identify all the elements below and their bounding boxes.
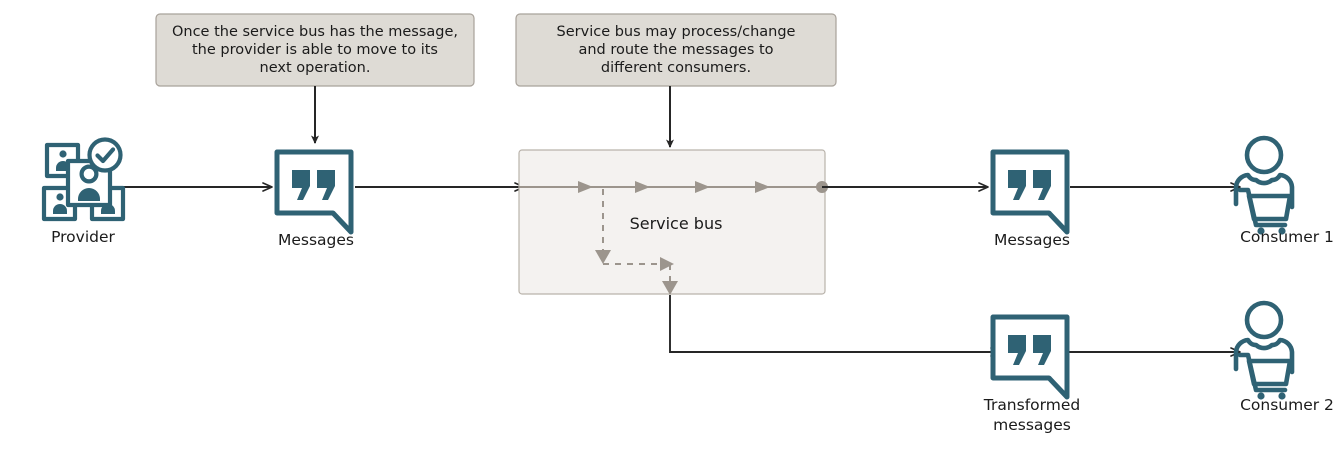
- messages-consumer1-label: Messages: [994, 231, 1070, 249]
- bus-branch-arrow-right: [660, 257, 674, 271]
- speech-bubble-quotes-icon: [274, 149, 354, 235]
- messages-transformed: Transformed messages: [983, 314, 1080, 434]
- consumer-2-label: Consumer 2: [1240, 396, 1334, 414]
- messages-consumer1: Messages: [990, 149, 1070, 249]
- consumer-1-label: Consumer 1: [1240, 228, 1334, 246]
- messages-top: Messages: [274, 149, 354, 249]
- callout-servicebus-box: [515, 13, 837, 87]
- bus-branch-arrow-down: [595, 250, 611, 264]
- people-group-check-icon: [41, 137, 126, 222]
- callout-servicebus-line-3: different consumers.: [601, 60, 751, 76]
- consumer-2: Consumer 2: [1233, 300, 1334, 414]
- callout-servicebus-line-1: Service bus may process/change: [557, 24, 796, 40]
- speech-bubble-quotes-icon: [990, 149, 1070, 235]
- messages-top-label: Messages: [278, 231, 354, 249]
- person-shopping-cart-icon: [1233, 135, 1295, 235]
- callout-servicebus: Service bus may process/change and route…: [515, 13, 837, 148]
- speech-bubble-quotes-icon: [990, 314, 1070, 400]
- bus-main-flow-arrowheads: [578, 181, 770, 193]
- provider-label: Provider: [51, 228, 115, 246]
- callout-provider-line-3: next operation.: [260, 60, 371, 76]
- callout-provider: Once the service bus has the message, th…: [155, 13, 475, 144]
- callout-provider-line-2: the provider is able to move to its: [192, 42, 438, 58]
- messages-transformed-label-line-2: messages: [993, 416, 1071, 434]
- service-bus: Service bus: [518, 149, 828, 295]
- callout-servicebus-line-2: and route the messages to: [578, 42, 773, 58]
- person-shopping-cart-icon: [1233, 300, 1295, 400]
- bus-branch-arrow-exit: [662, 281, 678, 295]
- service-bus-label: Service bus: [630, 214, 723, 233]
- consumer-1: Consumer 1: [1233, 135, 1334, 246]
- provider: Provider: [41, 137, 126, 246]
- connector-bus-to-transformed: [669, 295, 1001, 357]
- callout-provider-line-1: Once the service bus has the message,: [172, 24, 458, 40]
- messages-transformed-label-line-1: Transformed: [983, 396, 1080, 414]
